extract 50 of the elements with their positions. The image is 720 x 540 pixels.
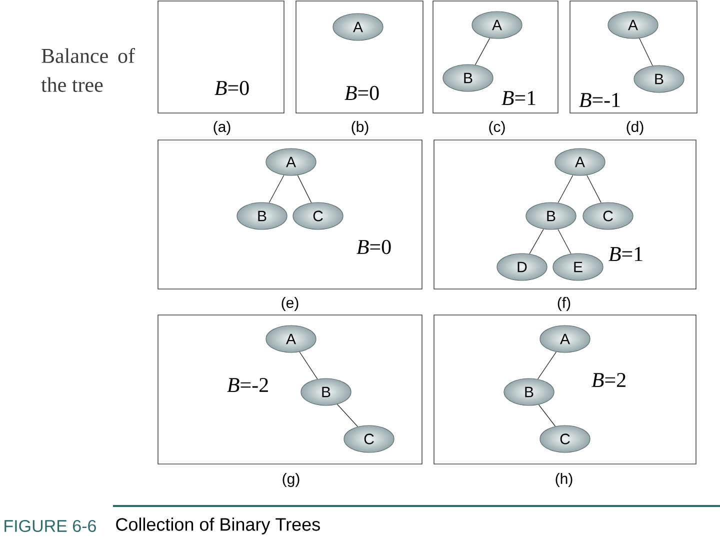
balance-label: B=1 [502,91,536,105]
tree-node: C [540,425,590,453]
tree-node: A [608,11,658,39]
tree-edge [336,404,358,427]
tree-node: B [526,202,576,230]
tree-node: B [236,202,288,230]
tree-edge [537,352,557,380]
figure-caption: Collection of Binary Trees [116,518,320,534]
balance-label: B=1 [608,247,642,261]
tree-edge [639,38,653,66]
balance-label: B=0 [356,240,391,254]
tree-node: C [292,202,344,230]
tree-node: A [266,148,316,176]
balance-label: B=-2 [227,378,268,392]
tree-node: B [300,378,352,406]
tree-edge [538,404,556,427]
tree-edge [474,38,490,66]
panel-caption: (e) [282,297,298,311]
tree-node: B [504,378,554,406]
tree-node: A [472,11,522,39]
tree-edge [558,174,574,204]
tree-node: B [634,65,684,93]
panel-caption: (c) [489,121,505,135]
panel-caption: (h) [556,473,572,487]
tree-node: B [442,64,494,92]
side-note: Balance of the tree [41,48,135,92]
tree-node: C [344,425,394,453]
panel-caption: (g) [282,473,300,487]
tree-edge [529,228,544,254]
figure-number: FIGURE 6-6 [4,520,96,532]
tree-edge [299,352,318,380]
panel-caption: (d) [626,121,644,135]
balance-label: B=0 [344,86,379,100]
tree-node: C [582,202,634,230]
balance-label: B=0 [214,80,249,96]
balance-label: B=-1 [579,93,620,107]
tree-edge [297,174,312,204]
tree-node: A [266,325,316,353]
tree-edge [268,174,284,204]
panel-caption: (a) [214,121,230,135]
balance-label: B=2 [592,373,626,387]
tree-node: D [496,253,548,281]
tree-edge [586,174,602,204]
panel-caption: (b) [352,121,368,135]
tree-node: E [552,253,604,281]
tree-node: A [554,148,606,176]
tree-node: A [332,13,384,41]
tree-edge [558,228,572,254]
panel-caption: (f) [558,297,570,311]
tree-node: A [540,325,590,353]
